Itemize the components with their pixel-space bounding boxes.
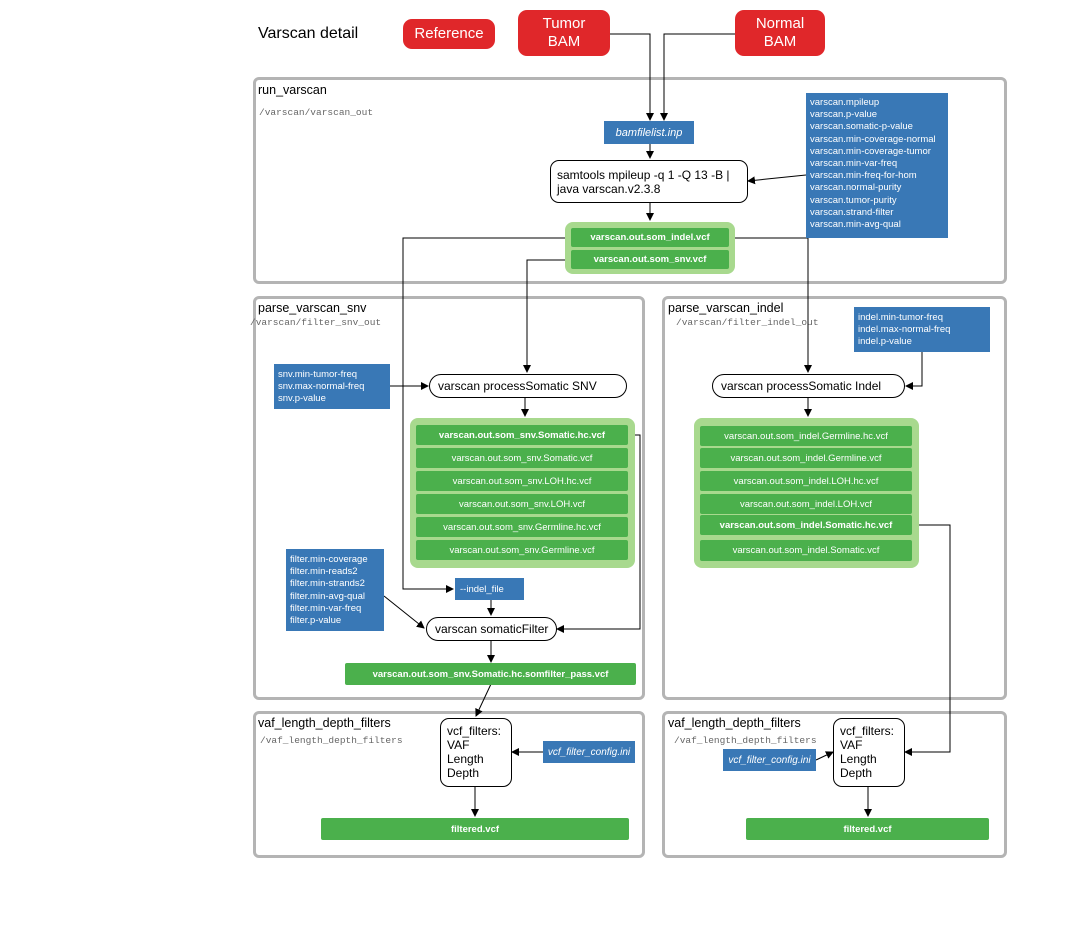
snv-somatic-vcf: varscan.out.som_snv.Somatic.vcf — [416, 448, 628, 468]
snv-germline-vcf: varscan.out.som_snv.Germline.vcf — [416, 540, 628, 560]
param-item: filter.min-coverage — [290, 554, 368, 565]
filter-line: VAF — [447, 738, 470, 752]
param-item: filter.min-strands2 — [290, 578, 365, 590]
param-item: varscan.min-var-freq — [810, 158, 898, 170]
param-item: varscan.mpileup — [810, 97, 880, 108]
output-som-indel-vcf: varscan.out.som_indel.vcf — [571, 228, 729, 247]
reference-input: Reference — [403, 19, 495, 49]
indel-loh-hc-vcf: varscan.out.som_indel.LOH.hc.vcf — [700, 471, 912, 491]
param-item: indel.min-tumor-freq — [858, 312, 943, 323]
bamfilelist-box: bamfilelist.inp — [604, 121, 694, 144]
param-item: varscan.somatic-p-value — [810, 121, 913, 133]
process-somatic-indel: varscan processSomatic Indel — [712, 374, 905, 398]
param-item: indel.p-value — [858, 336, 912, 348]
section-vaf-right — [662, 711, 1007, 858]
filtered-vcf-left: filtered.vcf — [321, 818, 629, 840]
indel-params: indel.min-tumor-freq indel.max-normal-fr… — [854, 307, 990, 352]
param-item: varscan.normal-purity — [810, 182, 902, 194]
param-item: varscan.min-coverage-tumor — [810, 145, 931, 157]
vaf-left-path: /vaf_length_depth_filters — [260, 735, 403, 746]
section-vaf-left — [253, 711, 645, 858]
param-item: varscan.tumor-purity — [810, 194, 897, 206]
parse-snv-path: /varscan/filter_snv_out — [250, 317, 382, 328]
run-varscan-path: /varscan/varscan_out — [259, 107, 374, 118]
run-varscan-title: run_varscan — [258, 83, 327, 97]
param-item: snv.min-tumor-freq — [278, 369, 358, 380]
param-item: varscan.min-avg-qual — [810, 219, 901, 231]
param-item: varscan.min-freq-for-hom — [810, 170, 917, 182]
section-parse-varscan-indel — [662, 296, 1007, 700]
snv-somatic-hc-vcf: varscan.out.som_snv.Somatic.hc.vcf — [416, 425, 628, 445]
param-item: filter.min-avg-qual — [290, 590, 365, 602]
normal-bam-input: Normal BAM — [735, 10, 825, 56]
vaf-left-title: vaf_length_depth_filters — [258, 716, 391, 730]
snv-germline-hc-vcf: varscan.out.som_snv.Germline.hc.vcf — [416, 517, 628, 537]
mpileup-line-2: java varscan.v2.3.8 — [557, 182, 661, 196]
param-item: indel.max-normal-freq — [858, 324, 951, 336]
param-item: varscan.strand-filter — [810, 206, 894, 218]
filter-line: Depth — [840, 766, 873, 780]
filter-line: vcf_filters: — [840, 724, 895, 738]
param-item: varscan.p-value — [810, 109, 878, 121]
filter-params: filter.min-coverage filter.min-reads2 fi… — [286, 549, 384, 631]
page-title: Varscan detail — [258, 25, 359, 42]
vcf-filter-config-left: vcf_filter_config.ini — [543, 741, 635, 763]
param-item: varscan.min-coverage-normal — [810, 133, 936, 145]
snv-loh-vcf: varscan.out.som_snv.LOH.vcf — [416, 494, 628, 514]
vcf-filters-left: vcf_filters: VAF Length Depth — [440, 718, 512, 787]
indel-somatic-vcf: varscan.out.som_indel.Somatic.vcf — [700, 540, 912, 561]
indel-loh-vcf: varscan.out.som_indel.LOH.vcf — [700, 494, 912, 514]
param-item: snv.max-normal-freq — [278, 381, 365, 393]
parse-snv-title: parse_varscan_snv — [258, 301, 367, 315]
indel-somatic-hc-vcf: varscan.out.som_indel.Somatic.hc.vcf — [700, 515, 912, 535]
vcf-filters-right: vcf_filters: VAF Length Depth — [833, 718, 905, 787]
parse-indel-path: /varscan/filter_indel_out — [676, 317, 819, 328]
mpileup-process: samtools mpileup -q 1 -Q 13 -B | java va… — [550, 160, 748, 203]
process-somatic-snv: varscan processSomatic SNV — [429, 374, 627, 398]
filter-line: VAF — [840, 738, 863, 752]
filtered-vcf-right: filtered.vcf — [746, 818, 989, 840]
param-item: snv.p-value — [278, 393, 326, 405]
somatic-filter-process: varscan somaticFilter — [426, 617, 557, 641]
snv-params: snv.min-tumor-freq snv.max-normal-freq s… — [274, 364, 390, 409]
filter-line: vcf_filters: — [447, 724, 502, 738]
vcf-filter-config-right: vcf_filter_config.ini — [723, 749, 816, 771]
run-varscan-params: varscan.mpileup varscan.p-value varscan.… — [806, 93, 948, 238]
indel-germline-vcf: varscan.out.som_indel.Germline.vcf — [700, 448, 912, 468]
parse-indel-title: parse_varscan_indel — [668, 301, 784, 315]
mpileup-line-1: samtools mpileup -q 1 -Q 13 -B | — [557, 168, 730, 182]
filter-line: Depth — [447, 766, 480, 780]
indel-file-box: --indel_file — [455, 578, 524, 600]
vaf-right-path: /vaf_length_depth_filters — [674, 735, 817, 746]
param-item: filter.min-var-freq — [290, 602, 362, 614]
param-item: filter.min-reads2 — [290, 566, 358, 578]
indel-germline-hc-vcf: varscan.out.som_indel.Germline.hc.vcf — [700, 426, 912, 446]
tumor-bam-input: Tumor BAM — [518, 10, 610, 56]
output-som-snv-vcf: varscan.out.som_snv.vcf — [571, 250, 729, 269]
snv-loh-hc-vcf: varscan.out.som_snv.LOH.hc.vcf — [416, 471, 628, 491]
filter-line: Length — [447, 752, 484, 766]
somfilter-pass-vcf: varscan.out.som_snv.Somatic.hc.somfilter… — [345, 663, 636, 685]
vaf-right-title: vaf_length_depth_filters — [668, 716, 801, 730]
param-item: filter.p-value — [290, 615, 342, 627]
filter-line: Length — [840, 752, 877, 766]
